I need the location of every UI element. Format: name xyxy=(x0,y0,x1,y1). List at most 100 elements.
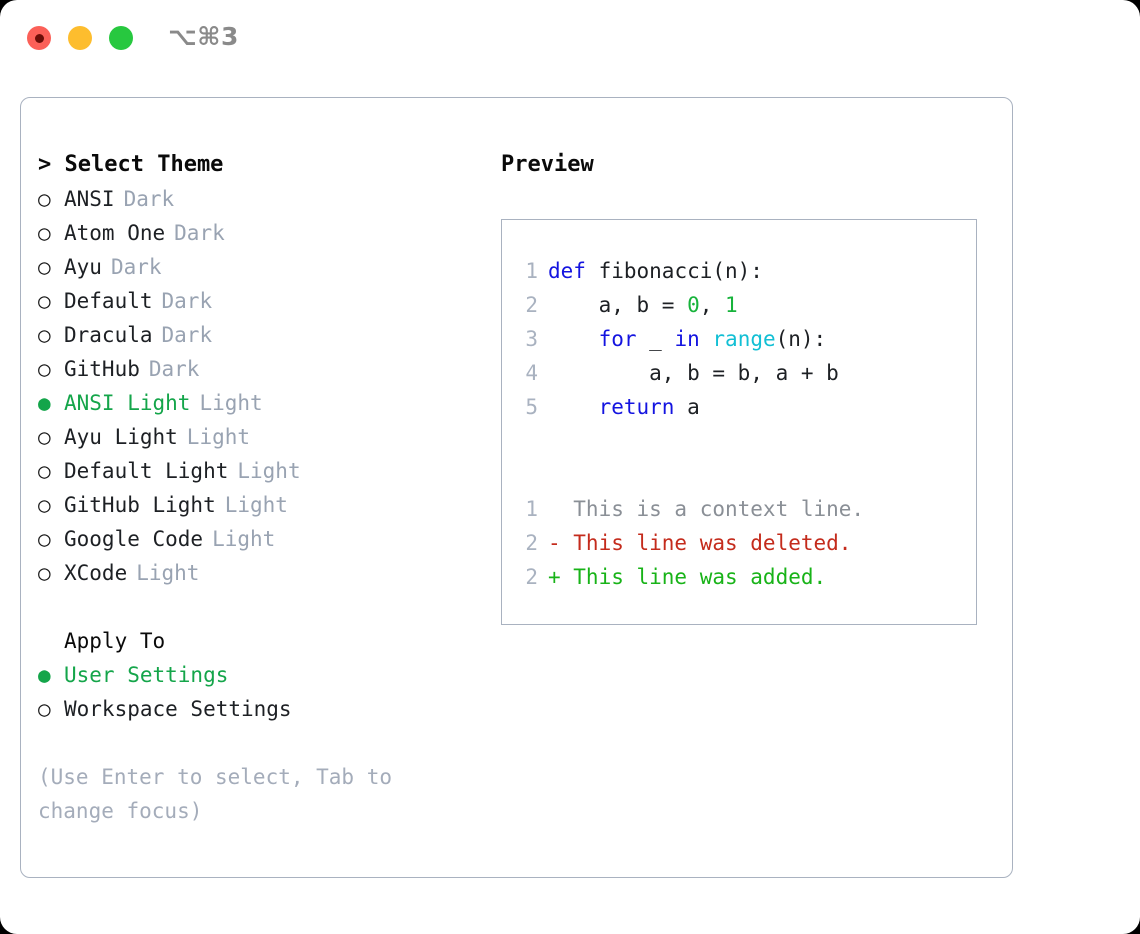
code-token-num: 0 xyxy=(687,293,700,317)
code-token-kw: in xyxy=(674,327,700,351)
apply-to-option-label: Workspace Settings xyxy=(64,697,292,721)
radio-selected-icon: ● xyxy=(38,663,51,687)
code-line-content: a, b = b, a + b xyxy=(548,356,839,390)
apply-to-section: Apply To ●User Settings○Workspace Settin… xyxy=(38,624,478,726)
radio-unselected-icon: ○ xyxy=(38,357,51,381)
code-token-plain: _ xyxy=(636,327,675,351)
theme-option-label: GitHub Light xyxy=(64,493,216,517)
code-line-number: 5 xyxy=(525,395,538,419)
theme-option-suffix: Light xyxy=(199,391,263,415)
close-button[interactable] xyxy=(27,26,51,50)
code-token-builtin: range xyxy=(712,327,776,351)
code-token-plain xyxy=(548,327,599,351)
code-line-content: def fibonacci(n): xyxy=(548,254,763,288)
code-token-plain: fibonacci(n): xyxy=(585,259,763,283)
theme-option-suffix: Dark xyxy=(161,289,213,313)
code-token-plain: a xyxy=(674,395,700,419)
theme-option-label: GitHub xyxy=(64,357,140,381)
theme-option-label: Atom One xyxy=(64,221,166,245)
theme-option-label: Google Code xyxy=(64,527,204,551)
theme-option-label: Ayu Light xyxy=(64,425,178,449)
theme-option-atom-one[interactable]: ○ Atom One Dark xyxy=(38,216,478,250)
code-token-kw: def xyxy=(548,259,586,283)
diff-line-add: 2 + This line was added. xyxy=(502,560,976,594)
code-token-plain xyxy=(548,395,599,419)
keyboard-shortcut-label: ⌥⌘3 xyxy=(168,22,239,51)
maximize-button[interactable] xyxy=(109,26,133,50)
radio-unselected-icon: ○ xyxy=(38,221,51,245)
theme-option-label: ANSI xyxy=(64,187,115,211)
radio-unselected-icon: ○ xyxy=(38,255,51,279)
theme-option-suffix: Light xyxy=(212,527,276,551)
code-line: 5 return a xyxy=(502,390,976,424)
code-token-plain: , xyxy=(699,293,726,317)
apply-to-option-user-settings[interactable]: ● User Settings xyxy=(38,658,478,692)
diff-line-content: + This line was added. xyxy=(548,565,827,589)
theme-option-suffix: Light xyxy=(136,561,200,585)
diff-line-ctx: 1 This is a context line. xyxy=(502,492,976,526)
code-line-content: a, b = 0, 1 xyxy=(548,288,738,322)
preview-heading: Preview xyxy=(501,152,594,177)
theme-option-label: ANSI Light xyxy=(64,391,191,415)
theme-option-suffix: Dark xyxy=(123,187,175,211)
diff-line-number: 2 xyxy=(525,531,538,555)
code-line-content: return a xyxy=(548,390,700,424)
radio-unselected-icon: ○ xyxy=(38,425,51,449)
apply-to-option-label: User Settings xyxy=(64,663,229,687)
theme-option-label: Ayu xyxy=(64,255,102,279)
radio-unselected-icon: ○ xyxy=(38,187,51,211)
title-bar: ⌥⌘3 xyxy=(0,0,1140,80)
minimize-button[interactable] xyxy=(68,26,92,50)
apply-to-option-workspace-settings[interactable]: ○ Workspace Settings xyxy=(38,692,478,726)
code-token-plain: a, b = b, a + b xyxy=(548,361,839,385)
code-line: 1 def fibonacci(n): xyxy=(502,254,976,288)
code-line: 3 for _ in range(n): xyxy=(502,322,976,356)
theme-option-ansi[interactable]: ○ ANSI Dark xyxy=(38,182,478,216)
select-theme-heading: > Select Theme xyxy=(38,152,224,177)
radio-unselected-icon: ○ xyxy=(38,561,51,585)
keyboard-hint-text: (Use Enter to select, Tab to change focu… xyxy=(38,765,393,823)
radio-unselected-icon: ○ xyxy=(38,493,51,517)
theme-option-google-code[interactable]: ○ Google Code Light xyxy=(38,522,478,556)
code-line-number: 2 xyxy=(525,293,538,317)
code-line: 4 a, b = b, a + b xyxy=(502,356,976,390)
code-spacer-2 xyxy=(502,458,976,492)
theme-option-github[interactable]: ○ GitHub Dark xyxy=(38,352,478,386)
theme-option-suffix: Dark xyxy=(148,357,200,381)
theme-option-suffix: Light xyxy=(224,493,288,517)
code-line: 2 a, b = 0, 1 xyxy=(502,288,976,322)
code-token-plain xyxy=(700,327,713,351)
code-line-number: 1 xyxy=(525,259,538,283)
code-token-plain: (n): xyxy=(775,327,827,351)
theme-option-github-light[interactable]: ○ GitHub Light Light xyxy=(38,488,478,522)
code-token-kw: for xyxy=(598,327,637,351)
code-line-content: for _ in range(n): xyxy=(548,322,827,356)
radio-unselected-icon: ○ xyxy=(38,527,51,551)
theme-option-label: XCode xyxy=(64,561,128,585)
diff-line-number: 2 xyxy=(525,565,538,589)
diff-line-content: - This line was deleted. xyxy=(548,531,852,555)
radio-unselected-icon: ○ xyxy=(38,459,51,483)
diff-sample: 1 This is a context line. 2 - This line wa… xyxy=(502,492,976,594)
code-line-number: 4 xyxy=(525,361,538,385)
radio-unselected-icon: ○ xyxy=(38,289,51,313)
theme-option-xcode[interactable]: ○ XCode Light xyxy=(38,556,478,590)
window-controls xyxy=(27,26,133,50)
code-token-plain: a, b = xyxy=(548,293,688,317)
radio-unselected-icon: ○ xyxy=(38,697,51,721)
theme-option-suffix: Dark xyxy=(174,221,225,245)
diff-line-number: 1 xyxy=(525,497,538,521)
